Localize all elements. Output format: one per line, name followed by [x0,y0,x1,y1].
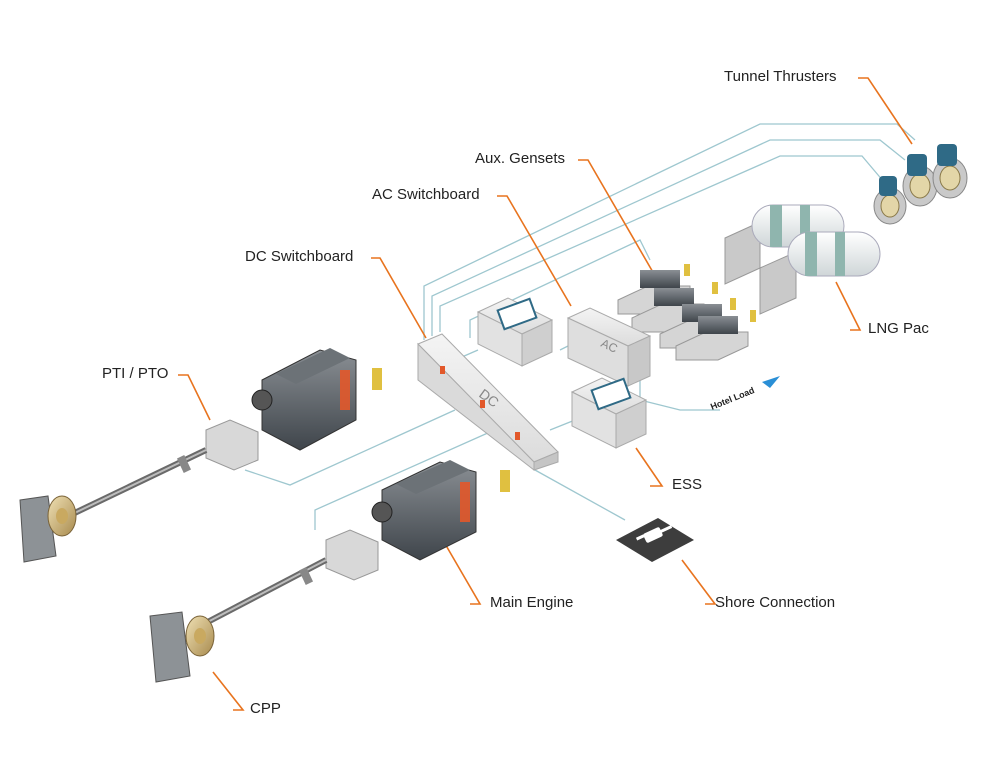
shaft-line-2 [198,557,328,629]
label-dc-switchboard: DC Switchboard [245,248,354,265]
cpp-propeller [149,611,215,683]
cable-ac-to-hotel-load [639,380,720,411]
label-cpp: CPP [250,700,281,717]
cable-dc-to-main-engine [314,431,491,530]
leader-aux-gensets [578,159,655,275]
tunnel-thruster-3 [932,144,968,199]
dc-switchboard: DC [417,333,559,472]
leader-dc-switchboard [371,257,427,339]
ess-battery [570,377,648,449]
pti-pto-gearbox [205,419,259,471]
label-aux-gensets: Aux. Gensets [475,150,566,167]
label-lng-pac: LNG Pac [868,320,929,337]
battery-icon [496,297,538,331]
leader-ac-switchboard [497,195,572,307]
propeller-1 [19,495,77,563]
plug-connection-icon [635,525,673,543]
hotel-load-arrow: Hotel Load [709,376,780,412]
leader-lng-pac [835,281,862,331]
shaft-line-1 [58,447,208,523]
label-ess: ESS [672,476,703,493]
cable-dc-to-shore [534,469,626,521]
aux-genset-4 [675,310,756,361]
label-shore-connection: Shore Connection [715,594,836,611]
hotel-load-label: Hotel Load [709,385,756,412]
arrow-right-icon [762,376,780,388]
tunnel-thruster-2 [902,154,938,207]
leader-lines [178,77,913,711]
main-engine [371,460,510,561]
tunnel-thruster-1 [873,176,907,225]
leader-pti-pto [178,374,211,421]
cable-dc-to-ess [549,419,576,431]
shore-connection [616,518,694,562]
main-gearbox [325,529,379,581]
leader-shore-connection [681,559,717,605]
leader-main-engine [443,541,482,605]
leader-tunnel-thrusters [858,77,913,145]
label-main-engine: Main Engine [490,594,574,611]
battery-icon [590,377,632,411]
aux-gensets [617,264,756,361]
cable-dc-to-pti [244,409,456,486]
ac-label: AC [599,336,620,356]
lng-pac [724,204,881,315]
leader-ess [635,447,664,487]
cable-dc-to-tunnel-thruster-2 [431,139,906,336]
lng-tank-front [759,231,881,315]
battery-module-top [476,297,554,367]
pti-engine [251,348,382,451]
tunnel-thrusters [873,144,968,225]
label-pti-pto: PTI / PTO [102,365,169,382]
label-ac-switchboard: AC Switchboard [372,186,480,203]
leader-cpp [212,671,245,711]
label-tunnel-thrusters: Tunnel Thrusters [724,68,837,85]
ac-switchboard: AC [566,307,652,387]
cable-dc-to-tunnel-thruster-3 [439,155,885,332]
